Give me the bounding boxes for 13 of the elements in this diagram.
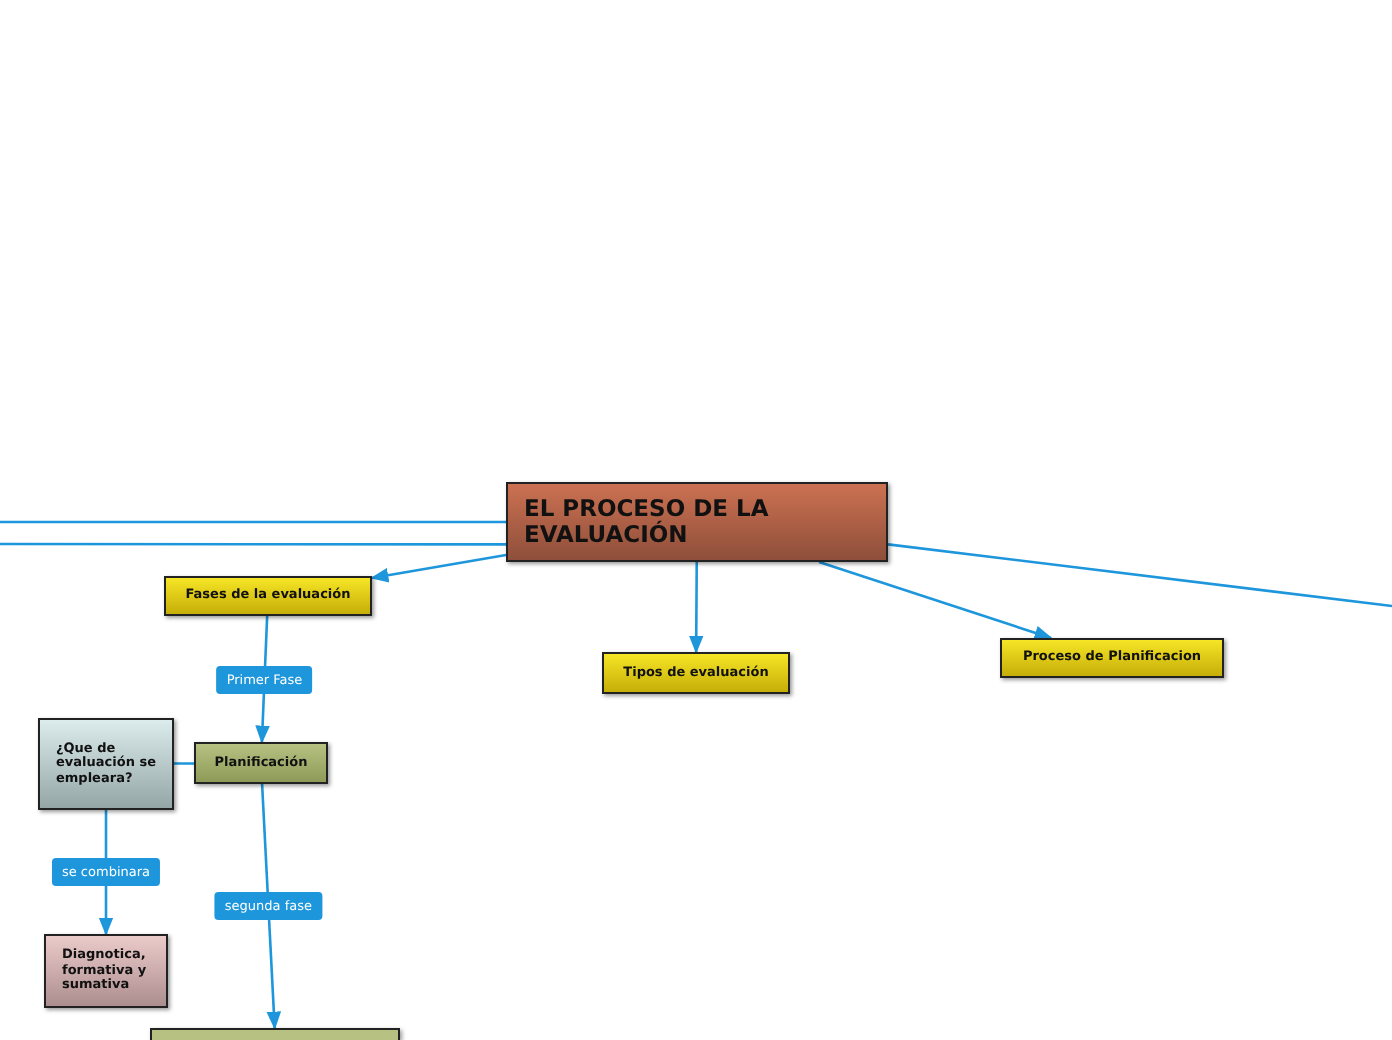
topic-box [44,934,168,1008]
topic-box [164,576,372,616]
topic-box [194,742,328,784]
topic-box [1000,638,1224,678]
topic-box [602,652,790,694]
central-topic-box [506,482,888,562]
box-node [150,1028,400,1040]
connector-arrow [688,562,704,654]
connector-arrow [370,553,507,583]
connector-arrow [260,783,282,1030]
topic-text: EL PROCESO DE LA EVALUACIÓN [524,495,771,549]
connector-arrow [818,560,1053,640]
topic-box [38,718,174,810]
